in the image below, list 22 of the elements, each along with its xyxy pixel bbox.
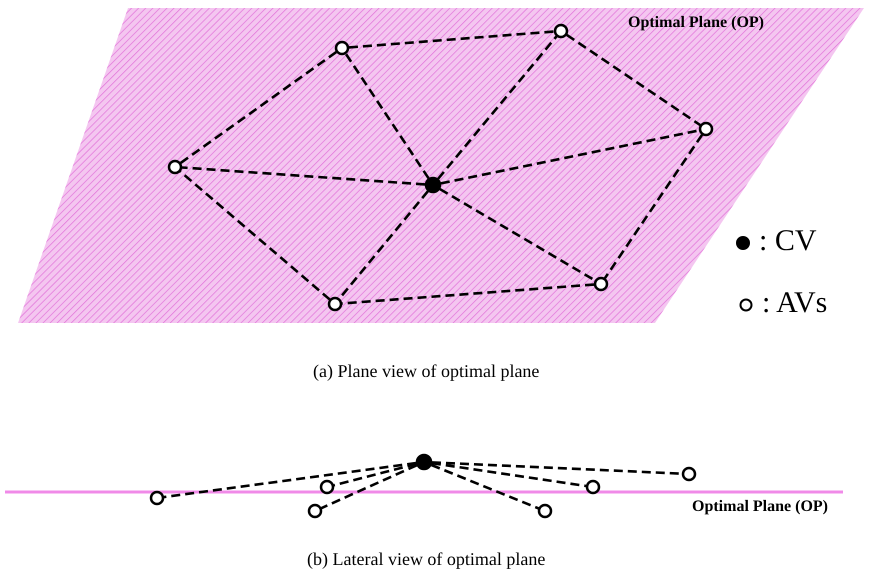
dashed-line — [604, 134, 704, 279]
legend-label: : CV — [759, 224, 817, 258]
dashed-line — [439, 188, 596, 282]
dashed-line — [164, 462, 416, 498]
dashed-line — [180, 51, 338, 164]
plane-label: Optimal Plane (OP) — [628, 14, 764, 32]
caption: (a) Plane view of optimal plane — [313, 361, 540, 382]
caption: (b) Lateral view of optimal plane — [307, 549, 546, 570]
dashed-line — [342, 283, 594, 305]
dashed-line — [348, 30, 554, 49]
dashed-line — [566, 34, 701, 126]
dashed-line — [437, 36, 558, 180]
dashed-line — [179, 170, 331, 300]
legend-label: : AVs — [762, 286, 828, 320]
dashed-line — [430, 464, 539, 510]
dashed-line — [320, 464, 418, 510]
dashed-line — [333, 462, 417, 487]
dashed-line — [432, 462, 586, 488]
dashed-line — [182, 166, 426, 186]
plane-label: Optimal Plane (OP) — [692, 498, 828, 516]
dashed-line — [344, 53, 430, 180]
dashed-line — [440, 129, 700, 185]
